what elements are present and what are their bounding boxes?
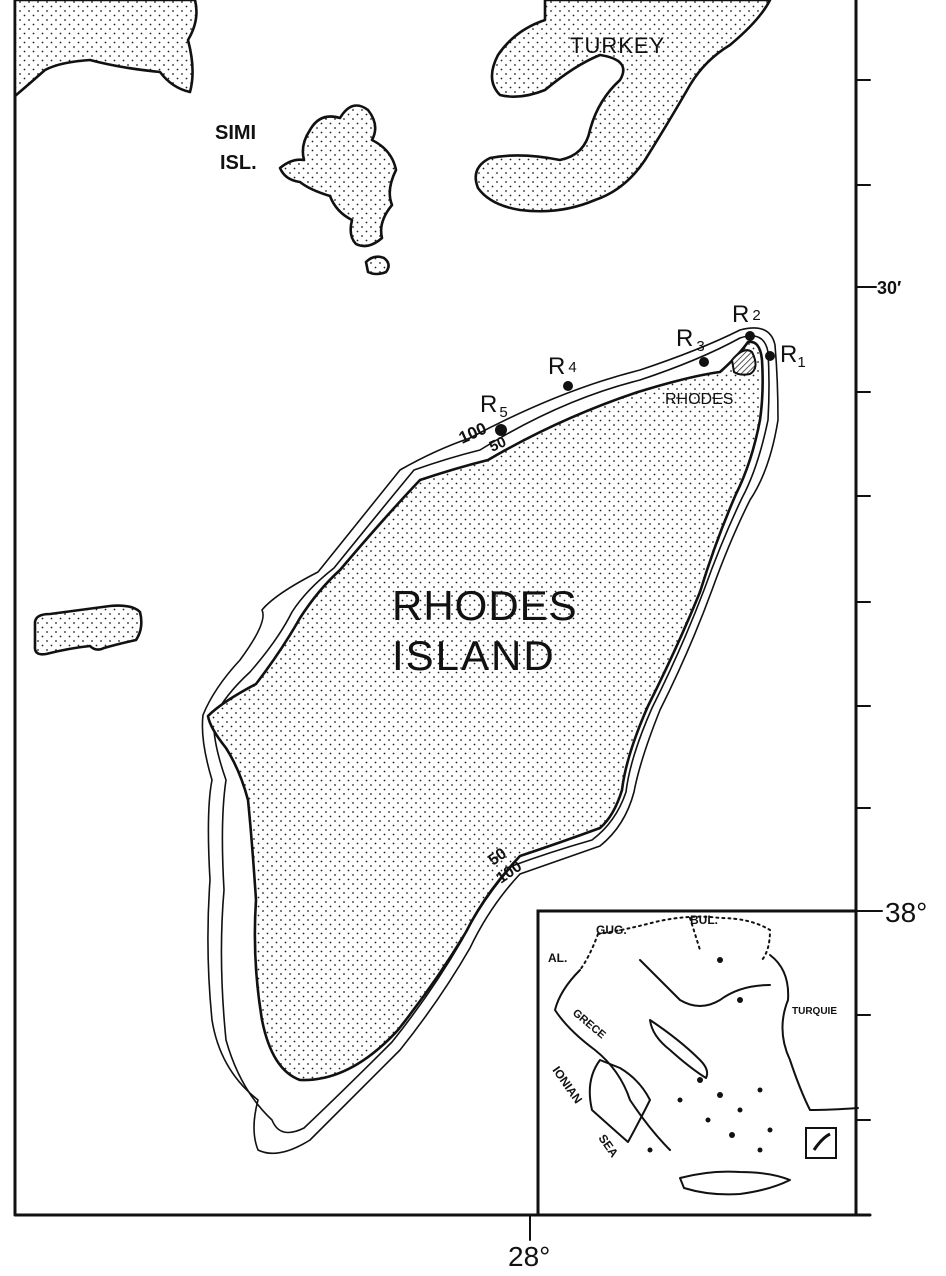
inset-label-al: AL. (548, 951, 567, 965)
contour-label-north-50: 50 (487, 433, 509, 455)
station-r3-marker (699, 357, 709, 367)
station-r5-marker (495, 424, 507, 436)
island-title-line1: RHODES (392, 582, 578, 629)
station-r1-marker (765, 351, 775, 361)
simi-label-line2: ISL. (220, 152, 257, 174)
station-markers (495, 331, 775, 436)
inset-label-bul: BUL. (690, 913, 718, 927)
latitude-label-38deg: 38° (885, 897, 927, 928)
turkey-label: TURKEY (570, 33, 665, 58)
inset-map: GUG. BUL. AL. GRECE TURQUIE IONIAN SEA (536, 909, 859, 1217)
inset-rhodes-box (805, 1127, 837, 1159)
station-r1-label: R1 (780, 341, 806, 371)
rhodes-town (730, 349, 757, 376)
station-r4-marker (563, 381, 573, 391)
simi-label-line1: SIMI (215, 122, 256, 144)
landmass-turkey (474, 0, 772, 213)
contour-label-north-100: 100 (456, 419, 490, 448)
island-title-line2: ISLAND (392, 632, 556, 679)
latitude-ticks (855, 79, 883, 1121)
contour-50m (212, 335, 770, 1134)
simi-islet (364, 255, 390, 276)
latitude-label-30min: 30′ (877, 278, 901, 298)
inset-label-gug: GUG. (596, 923, 627, 937)
rhodes-town-label: RHODES (665, 391, 733, 408)
simi-island (278, 104, 398, 248)
rhodes-island (206, 340, 764, 1082)
landmass-top-left (13, 0, 198, 98)
station-r2-marker (745, 331, 755, 341)
longitude-label-28deg: 28° (508, 1241, 550, 1272)
west-island (33, 604, 143, 656)
inset-label-turquie: TURQUIE (792, 1006, 837, 1017)
contour-100m (201, 327, 779, 1155)
